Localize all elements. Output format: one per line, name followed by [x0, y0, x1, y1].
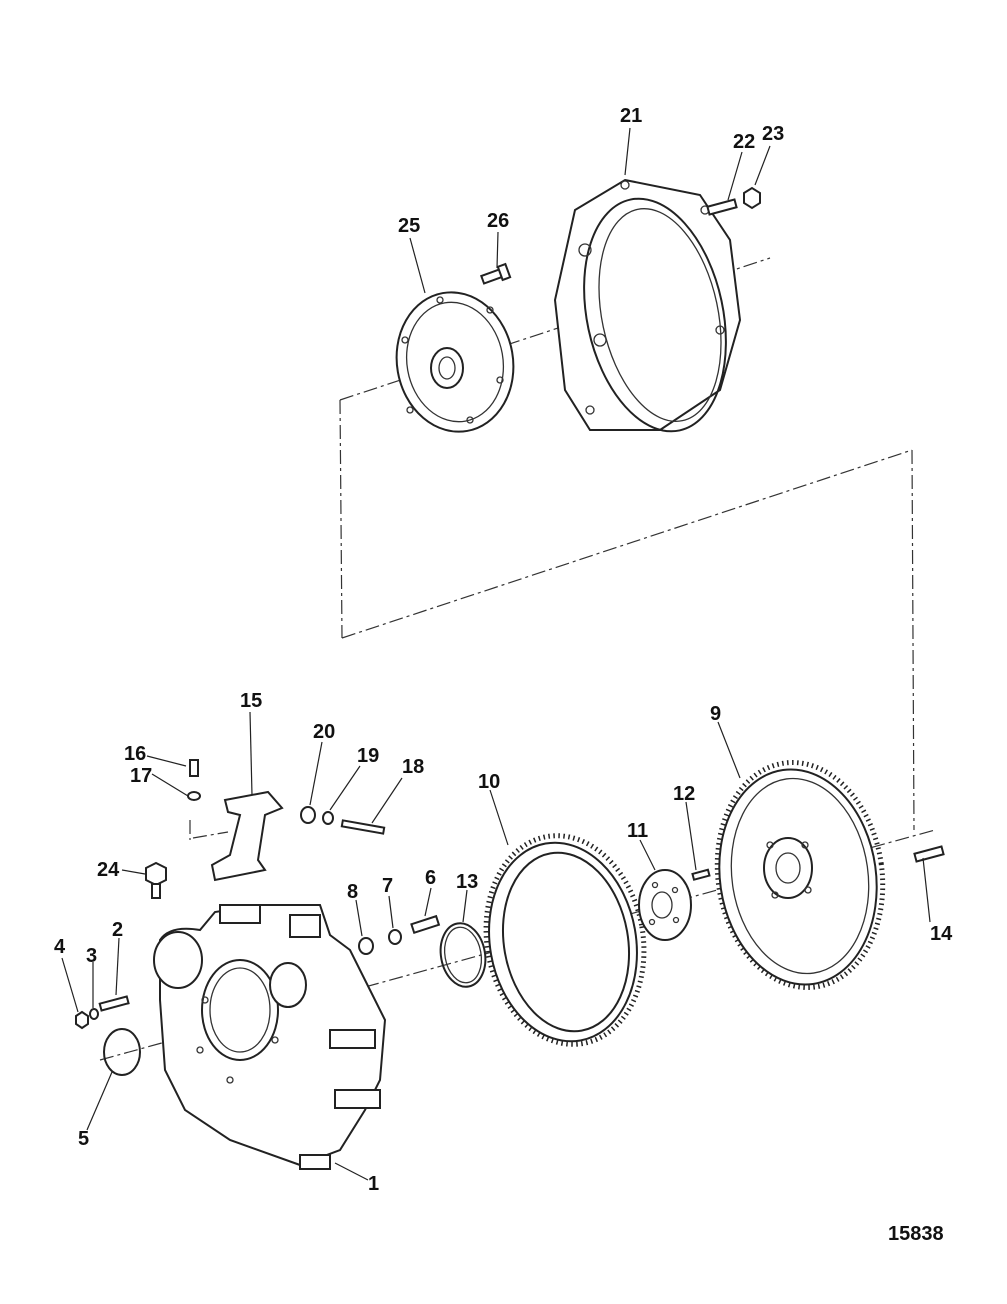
part-9-flywheel: [714, 760, 886, 990]
callout-15: 15: [240, 690, 262, 712]
callout-13: 13: [456, 871, 478, 893]
part-17-washer: [187, 791, 201, 801]
callout-9: 9: [710, 703, 721, 725]
callout-16: 16: [124, 743, 146, 765]
part-23-nut: [743, 186, 761, 210]
part-3-washer: [89, 1008, 99, 1020]
callout-8: 8: [347, 881, 358, 903]
callout-5: 5: [78, 1128, 89, 1150]
part-11-flywheel-hub: [638, 869, 692, 941]
callout-21: 21: [620, 105, 642, 127]
callout-18: 18: [402, 756, 424, 778]
callout-20: 20: [313, 721, 335, 743]
part-18-bolt: [340, 819, 386, 835]
callout-2: 2: [112, 919, 123, 941]
part-25-flex-plate: [395, 291, 515, 433]
part-22-stud: [706, 198, 738, 216]
part-7-washer: [388, 929, 402, 945]
callout-24: 24: [97, 859, 120, 881]
callout-4: 4: [54, 936, 66, 958]
callout-23: 23: [762, 123, 784, 145]
part-12-dowel-pin: [691, 868, 711, 881]
callout-3: 3: [86, 945, 97, 967]
callout-14: 14: [930, 923, 953, 945]
part-4-nut: [75, 1010, 89, 1030]
part-21-flywheel-housing-adapter: [553, 178, 742, 433]
part-20-washer: [300, 806, 316, 824]
callout-10: 10: [478, 771, 500, 793]
callout-26: 26: [487, 210, 509, 232]
part-6-bolt: [410, 914, 441, 935]
part-10-ring-gear: [483, 833, 647, 1047]
leader-lines: [61, 127, 931, 1181]
part-14-bolt: [913, 845, 945, 863]
callout-12: 12: [673, 783, 695, 805]
part-19-washer: [322, 811, 334, 825]
callout-17: 17: [130, 765, 152, 787]
callout-22: 22: [733, 131, 755, 153]
part-2-stud: [98, 995, 130, 1012]
callout-25: 25: [398, 215, 420, 237]
part-1-flywheel-housing: [153, 904, 387, 1170]
callout-7: 7: [382, 875, 393, 897]
part-13-o-ring: [439, 922, 487, 988]
drawing-number: 15838: [888, 1223, 944, 1245]
part-15-bracket: [192, 790, 284, 882]
callout-6: 6: [425, 867, 436, 889]
part-8-washer: [358, 937, 374, 955]
callout-19: 19: [357, 745, 379, 767]
part-24-sensor: [145, 861, 167, 899]
part-26-bolt: [480, 262, 512, 285]
callout-11: 11: [627, 820, 648, 842]
callout-labels: 1 2 3 4 5 6 7 8 9 10 11 12 13 14 15 16 1…: [54, 105, 953, 1195]
callout-1: 1: [368, 1173, 379, 1195]
part-5-o-ring: [103, 1028, 141, 1076]
part-16-bolt: [189, 759, 199, 777]
